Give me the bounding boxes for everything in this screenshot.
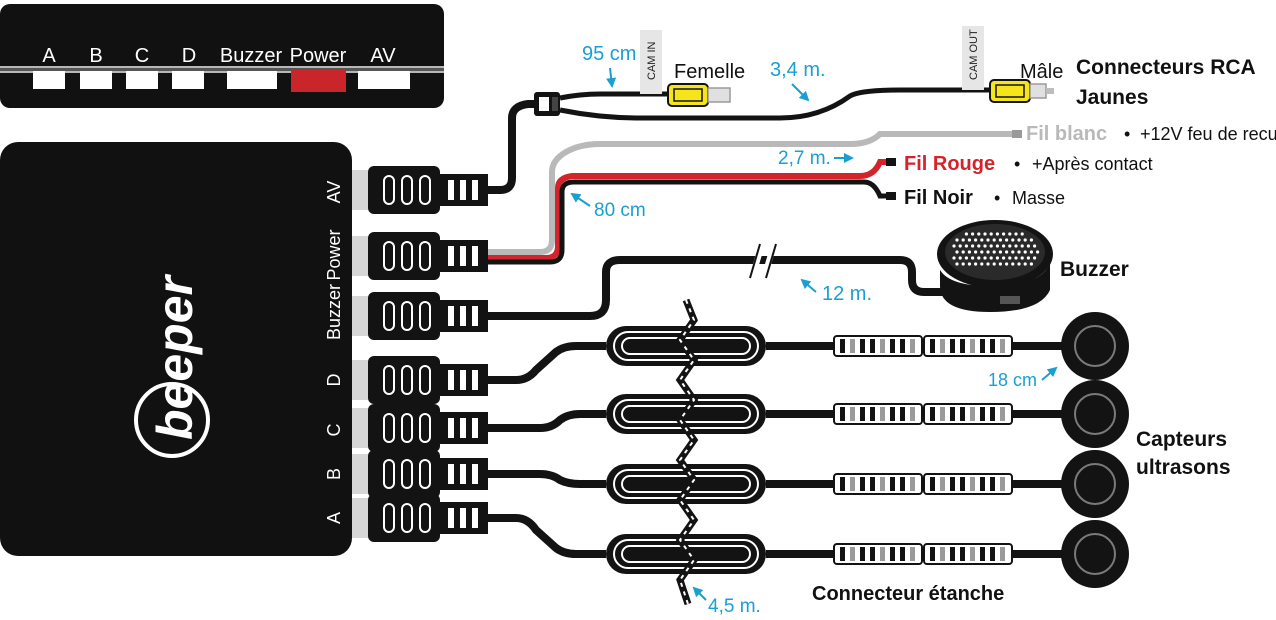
unit-connector-buzzer [352,292,488,340]
fil-rouge-label: Fil Rouge [904,153,995,175]
buzzer-grille [952,232,1040,266]
unit-port-label-A: A [324,512,344,524]
port-B: B [80,45,112,89]
red-wire [488,159,888,261]
brand-logo-text: beeper [147,273,203,440]
buzzer-cable-break [749,243,777,279]
sensor-C [1061,380,1129,448]
waterproof-connector [923,473,1013,495]
waterproof-connector [923,403,1013,425]
arrow-18cm [1041,366,1058,381]
unit-connector-power [352,232,488,280]
port-label-av: AV [370,45,396,67]
port-label-power: Power [290,45,347,67]
unit-port-label-power: Power [324,229,344,280]
port-A: A [33,45,65,89]
port-label-C: C [135,45,149,67]
port-panel: A B C D Buzzer Power AV [0,4,444,108]
port-label-buzzer: Buzzer [220,45,283,67]
rca-male-connector [989,79,1054,103]
arrow-12m [800,278,817,293]
len-80cm: 80 cm [594,200,646,221]
sensors-title-line2: ultrasons [1136,456,1231,479]
len-2-7m: 2,7 m. [778,148,831,169]
unit-connector-av [352,166,488,214]
rca-cam-in-cable [559,91,670,101]
buzzer-device [937,220,1053,312]
unit-port-label-B: B [324,468,344,480]
sensor-B [1061,450,1129,518]
port-buzzer: Buzzer [220,45,283,89]
cam-in-text: CAM IN [646,41,658,80]
unit-connector-A [352,494,488,542]
control-unit: beeper AV Power Buzzer D C B A [0,142,352,556]
waterproof-connector [833,473,923,495]
sensor-A [1061,520,1129,588]
wire-ends [886,130,1022,200]
unit-connector-D [352,356,488,404]
rca-female-connector [667,83,731,107]
av-cable [488,100,540,194]
unit-port-label-C: C [324,424,344,437]
rca-male-label: Mâle [1020,61,1063,83]
unit-port-label-buzzer: Buzzer [324,284,344,340]
beeper-logo: beeper [134,273,210,458]
port-power: Power [290,45,347,92]
arrow-3-4m [791,83,810,102]
port-label-A: A [42,45,56,67]
port-label-D: D [182,45,196,67]
cam-in-tag: CAM IN [640,30,662,94]
ultrasonic-sensors [1061,312,1129,588]
cam-out-tag: CAM OUT [962,26,984,90]
sensors-title-line1: Capteurs [1136,428,1227,451]
port-av: AV [358,45,410,89]
waterproof-connector [923,543,1013,565]
len-95cm: 95 cm [582,43,636,65]
fil-noir-bullet: • [994,188,1000,208]
len-18cm: 18 cm [988,370,1037,390]
unit-connector-B [352,450,488,498]
arrow-80cm [570,192,591,207]
fil-noir-desc: Masse [1012,188,1065,208]
fil-blanc-desc: +12V feu de recul [1140,124,1276,144]
arrow-95cm [606,67,617,88]
rca-female-label: Femelle [674,61,745,83]
buzzer-label: Buzzer [1060,258,1129,281]
sensor-cables [488,342,1064,558]
fil-noir-label: Fil Noir [904,187,973,209]
waterproof-connector [923,335,1013,357]
rca-title-line1: Connecteurs RCA [1076,56,1256,79]
port-D: D [172,45,204,89]
len-3-4m: 3,4 m. [770,59,826,81]
waterproof-connector [833,543,923,565]
sensor-D [1061,312,1129,380]
port-C: C [126,45,158,89]
waterproof-connector-label: Connecteur étanche [812,583,1004,605]
waterproof-connector [833,335,923,357]
fil-rouge-bullet: • [1014,154,1020,174]
rca-title-line2: Jaunes [1076,86,1148,109]
rca-cam-out-cable [559,87,990,121]
arrow-4-5m [692,586,707,601]
white-wire [488,131,1012,255]
buzzer-cable [488,256,944,320]
unit-port-label-D: D [324,374,344,387]
port-label-B: B [89,45,102,67]
unit-connectors [352,166,488,542]
waterproof-connectors [833,335,1013,565]
cam-out-text: CAM OUT [968,29,980,80]
unit-port-label-av: AV [324,181,344,204]
y-splitter [534,92,560,116]
black-wire [488,179,888,265]
unit-connector-C [352,404,488,452]
twist-tie [675,298,699,606]
waterproof-connector [833,403,923,425]
len-12m: 12 m. [822,283,872,305]
fil-blanc-label: Fil blanc [1026,123,1107,145]
fil-rouge-desc: +Après contact [1032,154,1153,174]
fil-blanc-bullet: • [1124,124,1130,144]
len-4-5m: 4,5 m. [708,596,761,617]
